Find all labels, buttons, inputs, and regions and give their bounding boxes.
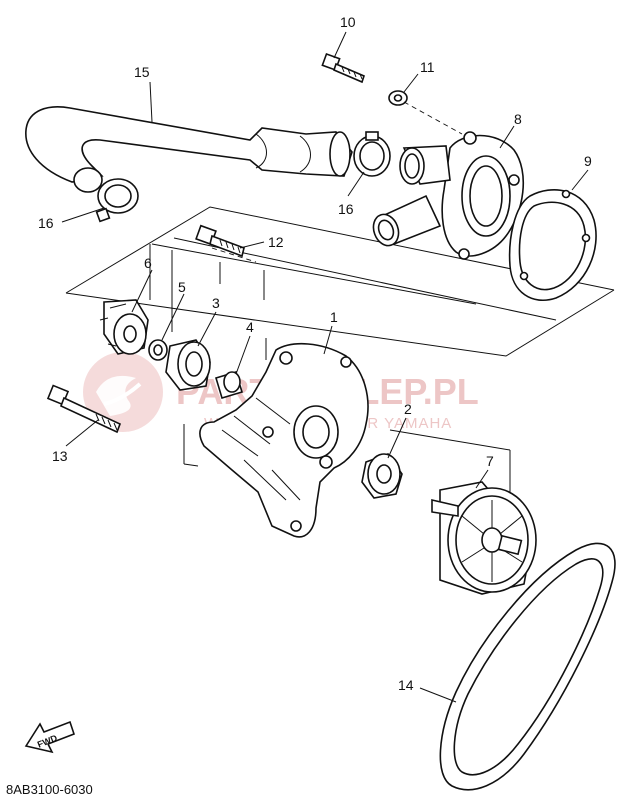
- label-part-5: 5: [178, 279, 186, 295]
- water-hose-part-15: [25, 106, 353, 193]
- label-part-7: 7: [486, 453, 494, 469]
- hose-clamp-part-16-left: [95, 178, 139, 223]
- label-part-16-left: 16: [38, 215, 54, 231]
- label-part-8: 8: [514, 111, 522, 127]
- bolt-part-13: [46, 384, 122, 434]
- pump-body-part-1: [199, 342, 369, 538]
- hose-clamp-part-16-right: [353, 131, 391, 177]
- watermark-logo-icon: [83, 352, 163, 432]
- impeller-part-6: [99, 299, 149, 355]
- fwd-arrow-icon: FWD: [24, 720, 76, 754]
- label-part-6: 6: [144, 255, 152, 271]
- label-part-15: 15: [134, 64, 150, 80]
- washer-part-5: [148, 339, 168, 361]
- washer-part-11: [388, 90, 463, 135]
- bolt-part-12: [195, 224, 245, 258]
- gasket-part-9: [508, 189, 597, 301]
- sleeve-part-4: [215, 371, 243, 399]
- label-part-9: 9: [584, 153, 592, 169]
- pump-cover-part-8: [372, 131, 525, 260]
- label-part-12: 12: [268, 234, 284, 250]
- label-part-16-right: 16: [338, 201, 354, 217]
- pulley-part-7: [431, 481, 537, 595]
- label-part-13: 13: [52, 448, 68, 464]
- seal-part-3: [165, 339, 211, 391]
- label-part-10: 10: [340, 14, 356, 30]
- bearing-part-2: [361, 453, 403, 499]
- label-part-2: 2: [404, 401, 412, 417]
- label-part-3: 3: [212, 295, 220, 311]
- leader-lines: [61, 31, 589, 703]
- label-part-1: 1: [330, 309, 338, 325]
- drawing-code: 8AB3100-6030: [6, 782, 93, 797]
- label-part-11: 11: [420, 59, 435, 75]
- bolt-part-10: [321, 52, 365, 84]
- v-belt-part-14: [439, 542, 616, 791]
- label-part-14: 14: [398, 677, 414, 693]
- part-number-labels: 10 11 15 8 9 16 16 12 6 5 3 4 1 2 7 13 1…: [38, 14, 592, 693]
- label-part-4: 4: [246, 319, 254, 335]
